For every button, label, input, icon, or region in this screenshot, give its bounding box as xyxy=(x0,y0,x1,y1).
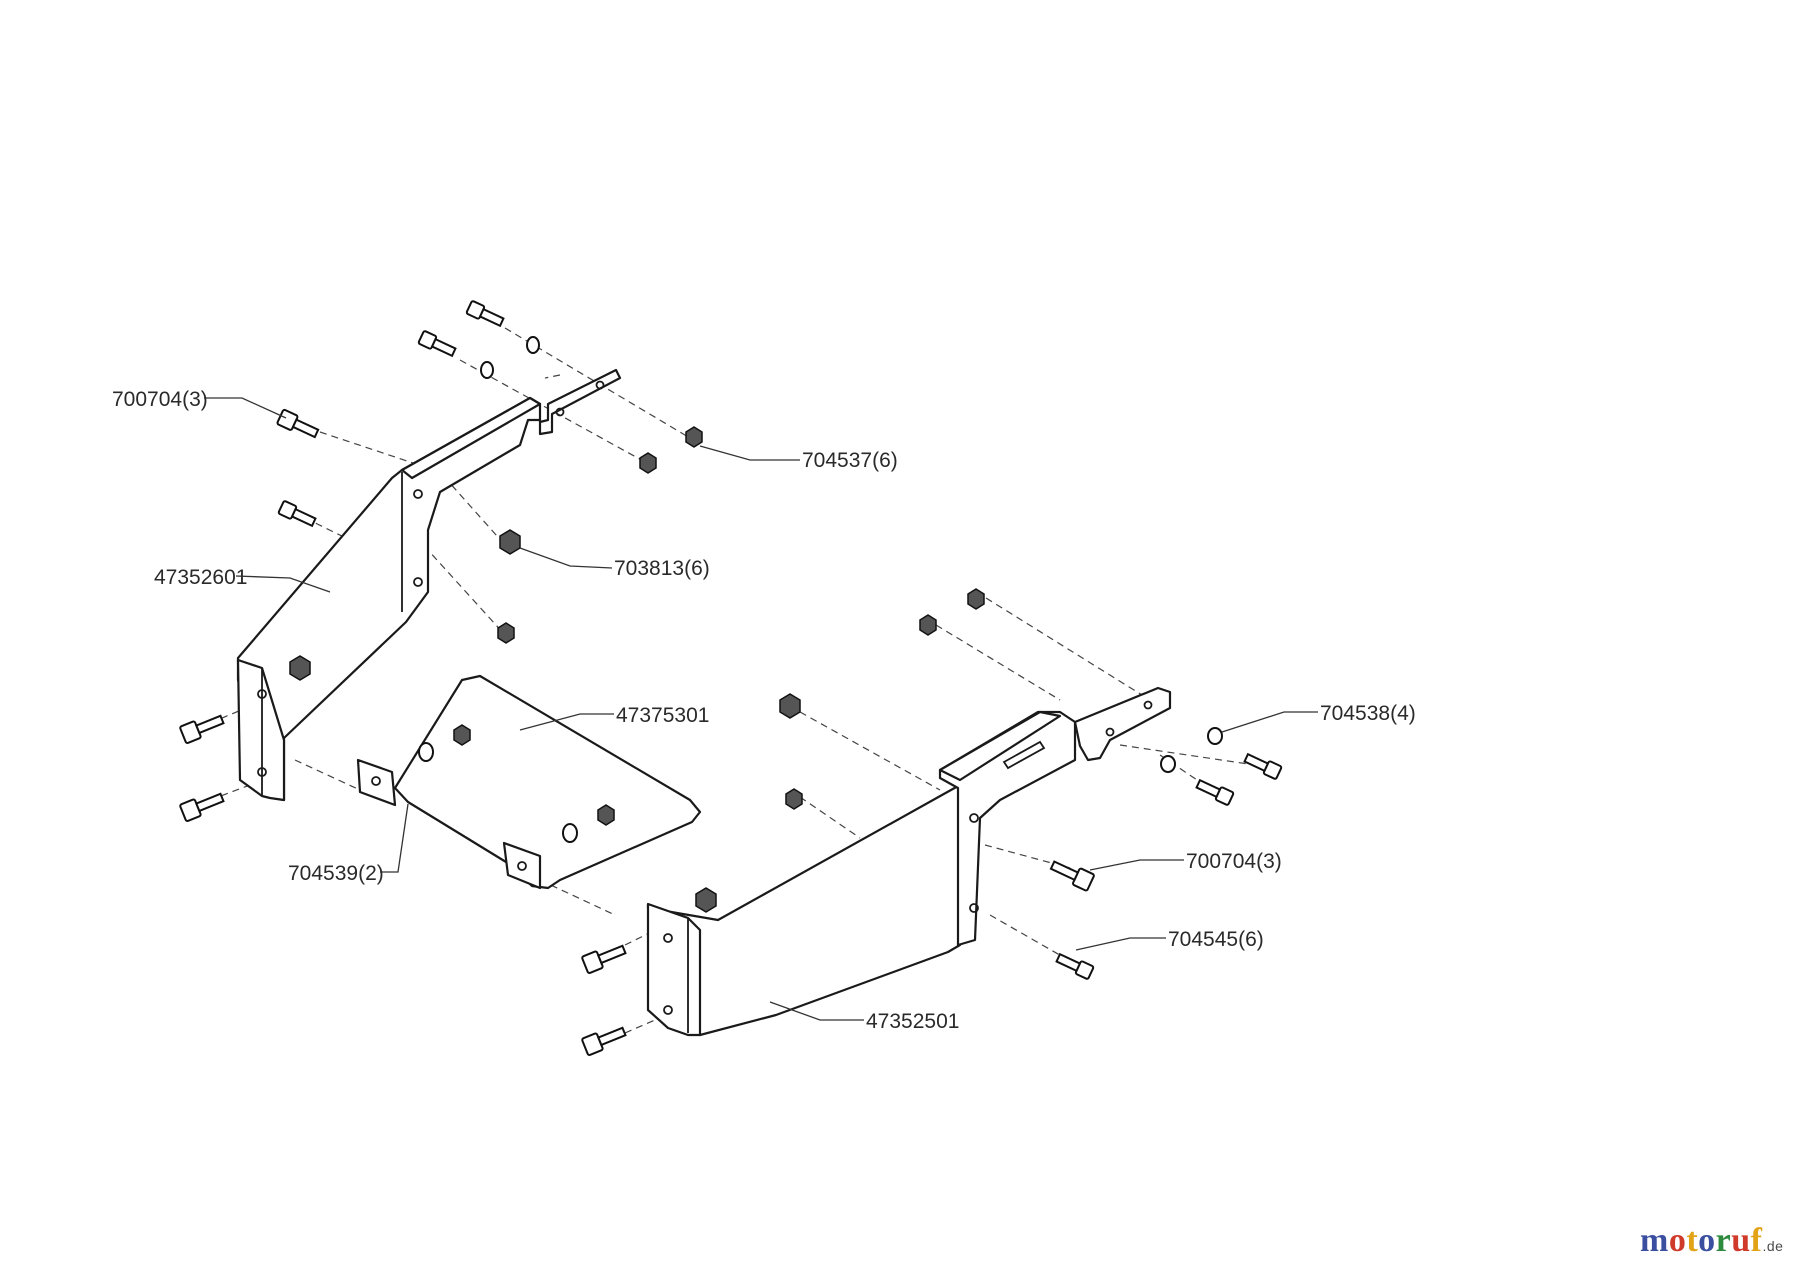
logo-letter: u xyxy=(1731,1222,1751,1259)
label-704539: 704539(2) xyxy=(288,862,384,885)
label-47352601: 47352601 xyxy=(154,566,247,589)
label-704545: 704545(6) xyxy=(1168,928,1264,951)
label-704537: 704537(6) xyxy=(802,449,898,472)
logo-letter: t xyxy=(1686,1222,1699,1259)
center-plate-47375301 xyxy=(356,674,702,890)
label-700704-right: 700704(3) xyxy=(1186,850,1282,873)
logo-letter: m xyxy=(1640,1222,1669,1259)
logo-suffix: .de xyxy=(1762,1238,1784,1254)
left-bracket-47352601 xyxy=(236,368,622,802)
right-bracket-47352501 xyxy=(646,686,1172,1037)
leader-lines xyxy=(204,397,1318,1021)
label-47352501: 47352501 xyxy=(866,1010,959,1033)
label-700704-top: 700704(3) xyxy=(112,388,208,411)
logo-letter: o xyxy=(1698,1222,1716,1259)
label-47375301: 47375301 xyxy=(616,704,709,727)
motoruf-logo: motoruf.de xyxy=(1640,1222,1783,1260)
logo-letter: f xyxy=(1750,1222,1763,1259)
bolt-hardware xyxy=(179,300,1283,1056)
logo-letter: o xyxy=(1668,1222,1687,1259)
part-labels: 700704(3) 704537(6) 703813(6) 47352601 4… xyxy=(112,388,1416,1033)
nut-washer-hardware xyxy=(289,336,1223,913)
label-703813: 703813(6) xyxy=(614,557,710,580)
label-704538: 704538(4) xyxy=(1320,702,1416,725)
logo-letter: r xyxy=(1715,1222,1732,1259)
